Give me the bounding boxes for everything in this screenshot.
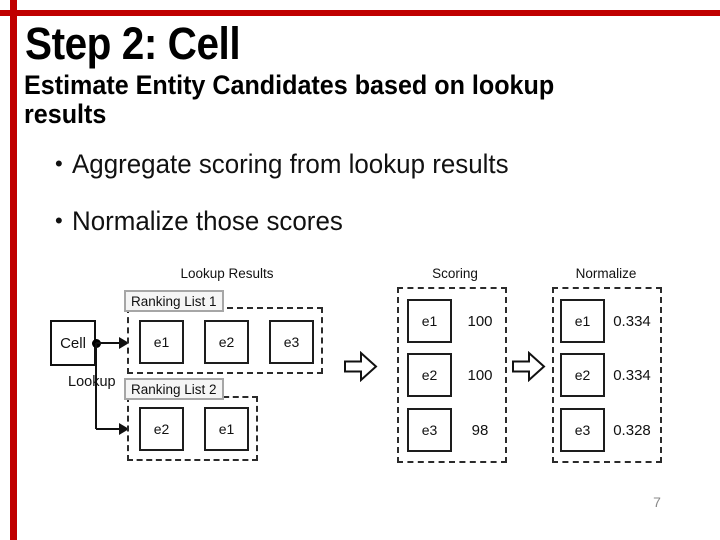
- score-value: 100: [467, 367, 493, 384]
- block-arrow-right-icon: [512, 351, 546, 382]
- lookup-edge-label: Lookup: [68, 374, 116, 390]
- entity-box: e2: [407, 353, 452, 397]
- section-title-scoring: Scoring: [432, 266, 478, 281]
- bullet-text: Normalize those scores: [72, 206, 343, 236]
- entity-box: e3: [269, 320, 314, 364]
- entity-box: e2: [560, 353, 605, 397]
- entity-box: e3: [407, 408, 452, 452]
- connector-line: [96, 342, 121, 344]
- entity-box: e3: [560, 408, 605, 452]
- bullet-icon: •: [55, 151, 63, 176]
- section-title-lookup-results: Lookup Results: [180, 266, 274, 281]
- ranking-list-1-chip: Ranking List 1: [124, 290, 224, 312]
- cell-box: Cell: [50, 320, 96, 366]
- scoring-group: [397, 287, 507, 463]
- section-title-normalize: Normalize: [575, 266, 637, 281]
- normalized-value: 0.334: [613, 367, 651, 384]
- bullet-text: Aggregate scoring from lookup results: [72, 149, 509, 179]
- page-number: 7: [653, 494, 661, 510]
- entity-box: e1: [139, 320, 184, 364]
- ranking-list-2-chip: Ranking List 2: [124, 378, 224, 400]
- entity-box: e1: [407, 299, 452, 343]
- slide-subtitle-line2: results: [24, 99, 107, 129]
- bullet-item: • Aggregate scoring from lookup results: [55, 149, 527, 179]
- normalize-group: [552, 287, 662, 463]
- entity-box: e2: [204, 320, 249, 364]
- bullet-item: • Normalize those scores: [55, 206, 354, 236]
- slide-subtitle: Estimate Entity Candidates based on look…: [24, 71, 554, 129]
- arrowhead-right-icon: [119, 337, 129, 349]
- score-value: 98: [471, 422, 489, 439]
- normalized-value: 0.334: [613, 313, 651, 330]
- arrowhead-right-icon: [119, 423, 129, 435]
- top-accent-bar: [0, 10, 720, 16]
- slide-subtitle-line1: Estimate Entity Candidates based on look…: [24, 70, 555, 100]
- block-arrow-right-icon: [344, 351, 378, 382]
- normalized-value: 0.328: [613, 422, 651, 439]
- bullet-icon: •: [55, 208, 63, 233]
- entity-box: e1: [204, 407, 249, 451]
- slide-title: Step 2: Cell: [25, 18, 241, 69]
- connector-line: [95, 343, 97, 429]
- connector-line: [96, 428, 121, 430]
- entity-box: e2: [139, 407, 184, 451]
- left-accent-bar: [10, 0, 17, 540]
- entity-box: e1: [560, 299, 605, 343]
- score-value: 100: [467, 313, 493, 330]
- ranking-list-1-group: [127, 307, 323, 374]
